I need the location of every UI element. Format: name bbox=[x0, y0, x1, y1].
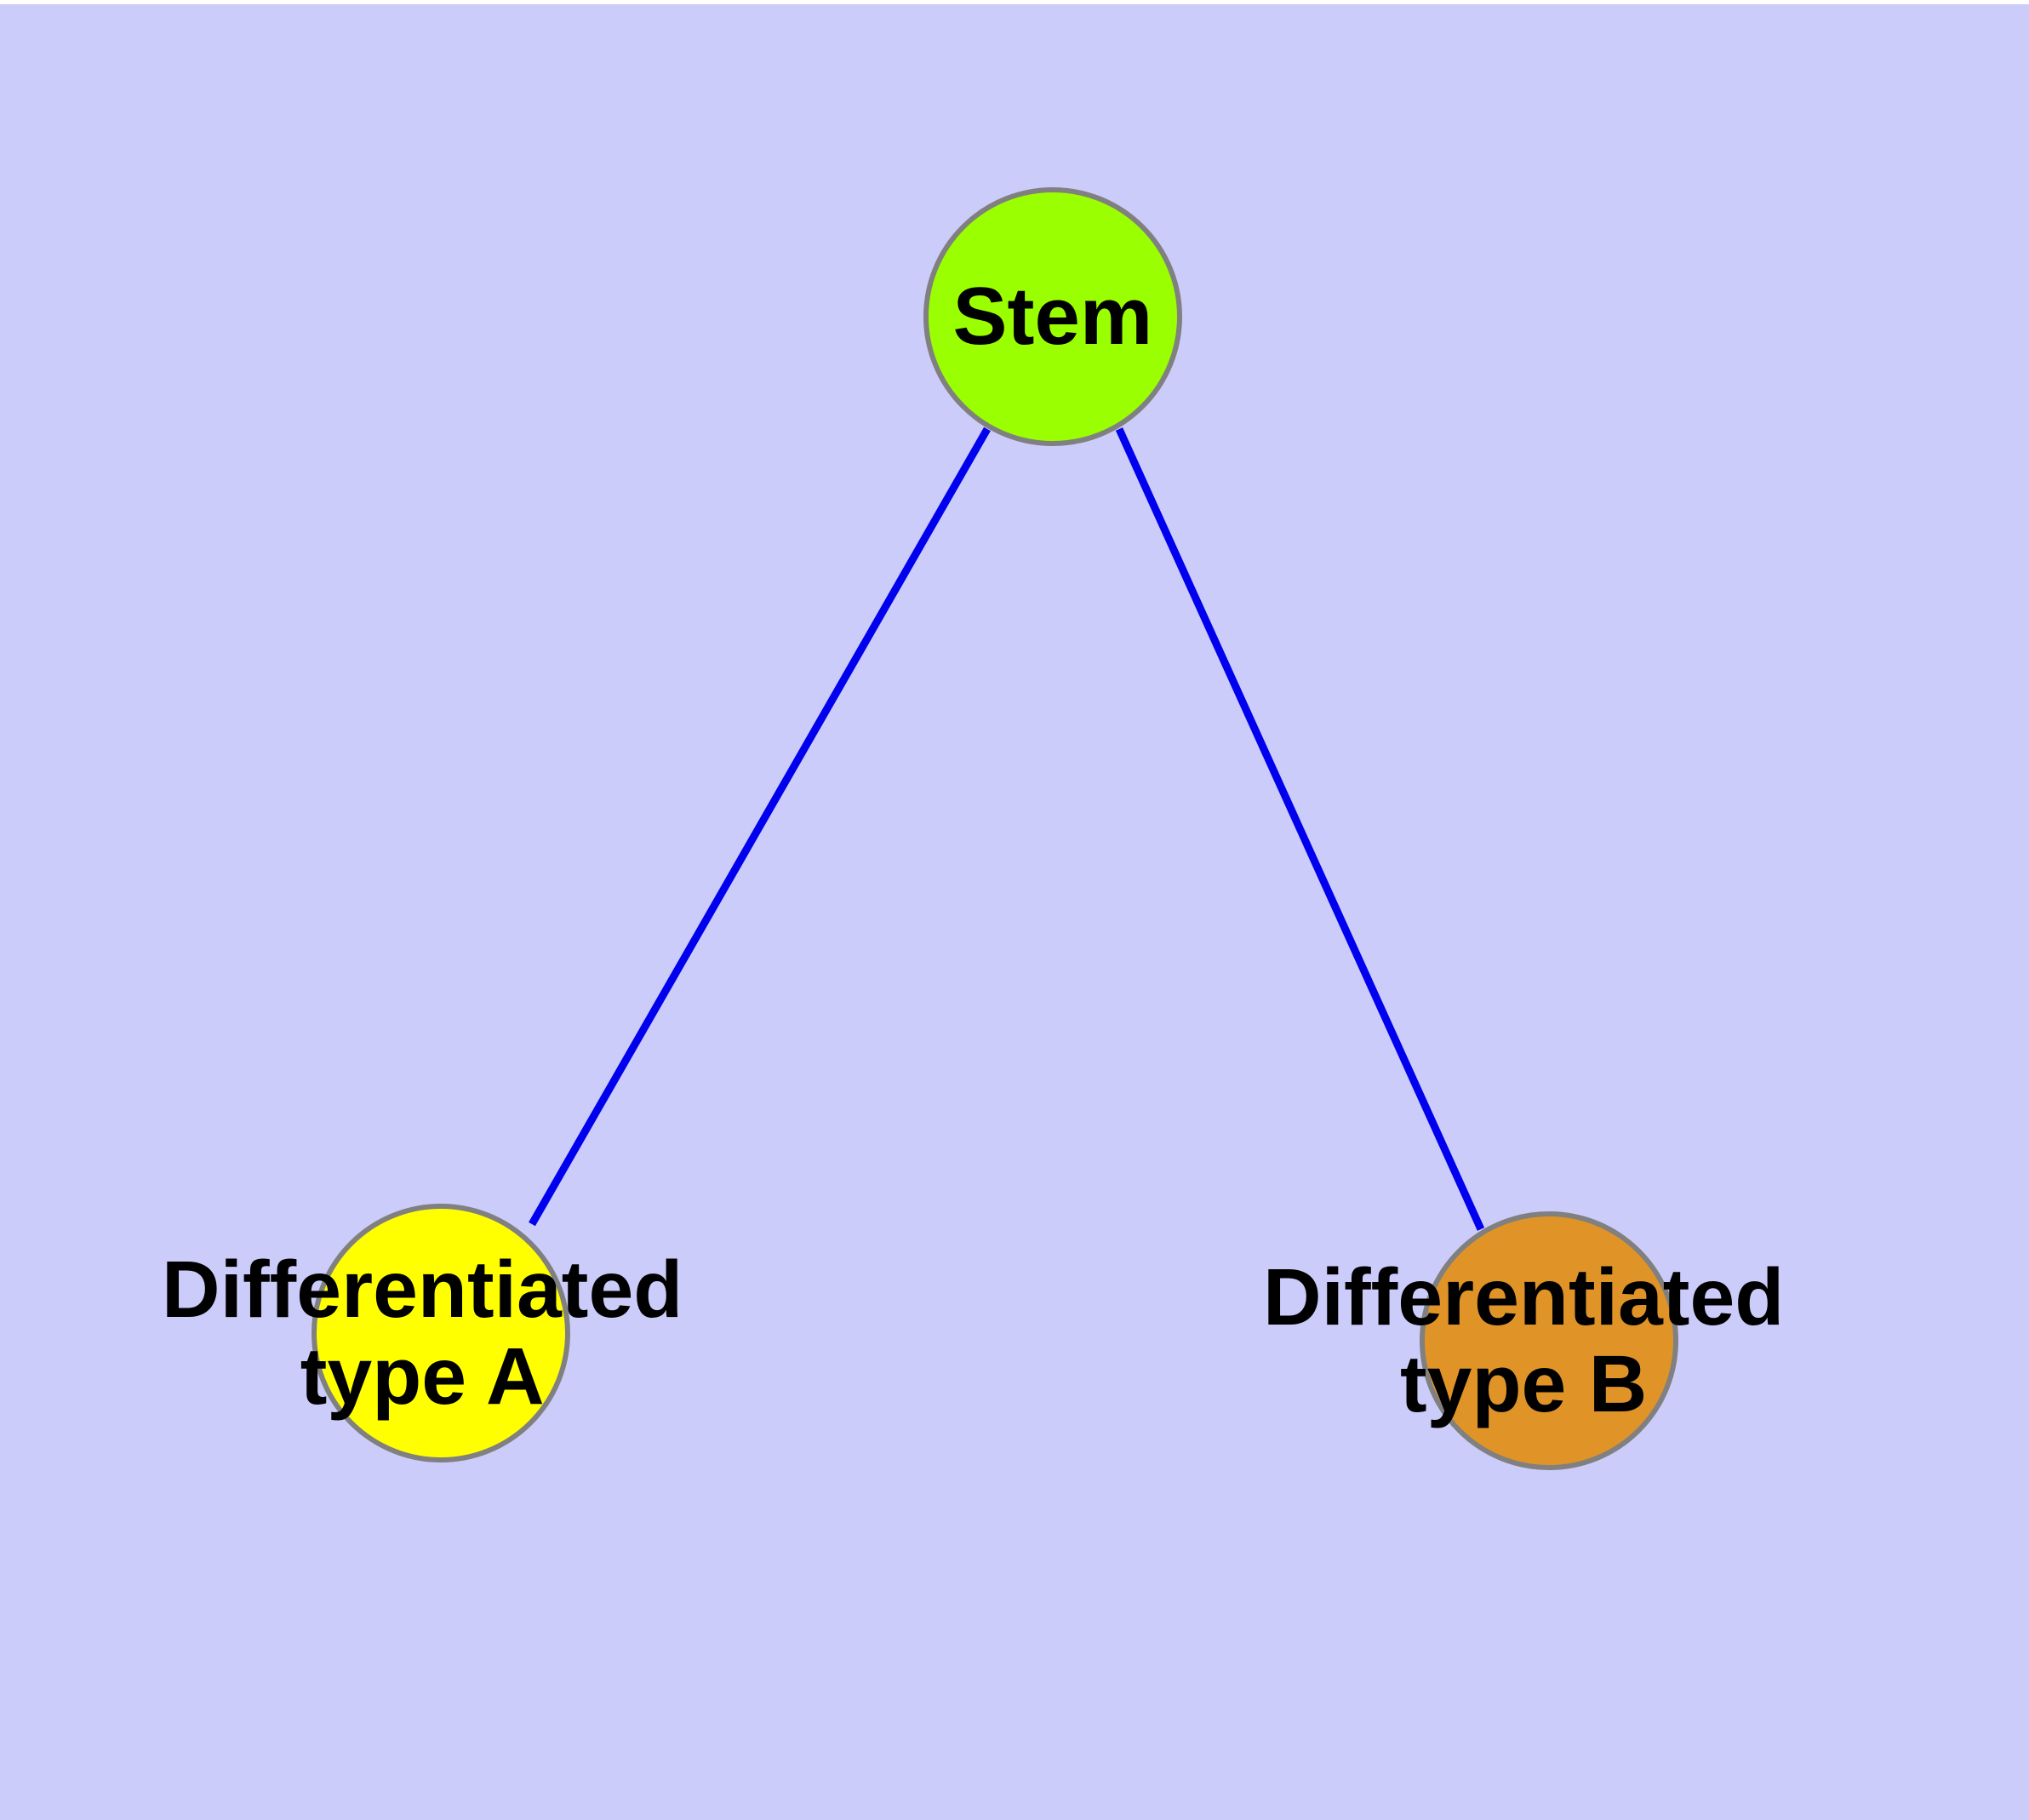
nodes-group bbox=[311, 187, 1678, 1470]
graph-node-stem[interactable] bbox=[923, 187, 1182, 446]
graph-edge-stem-diff_b[interactable] bbox=[1115, 427, 1485, 1231]
graph-node-diff_a[interactable] bbox=[311, 1204, 570, 1462]
graph-node-diff_b[interactable] bbox=[1420, 1211, 1678, 1470]
edges-group bbox=[529, 426, 1485, 1231]
graph-edge-stem-diff_a[interactable] bbox=[529, 426, 991, 1227]
